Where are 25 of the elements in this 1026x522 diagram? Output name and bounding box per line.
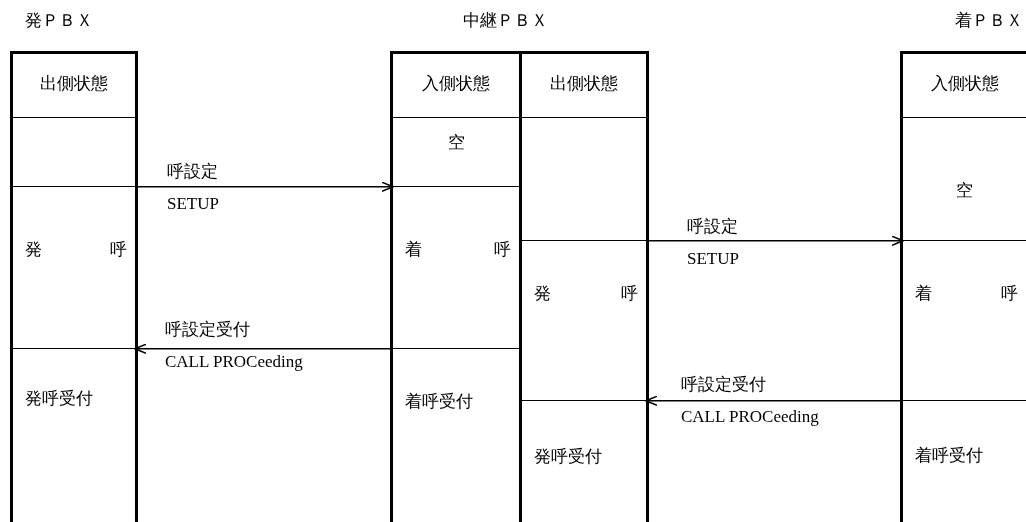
message-label: 呼設定受付 CALL PROCeeding — [681, 375, 819, 427]
state-column — [900, 51, 1026, 522]
state-cell: 着呼受付 — [903, 400, 1026, 522]
state-column — [390, 51, 522, 522]
state-cell: 発呼受付 — [13, 348, 135, 522]
state-cell: 発呼 — [13, 186, 135, 348]
state-cell: 発呼 — [522, 240, 646, 400]
state-cell: 着呼 — [903, 240, 1026, 400]
column-header: 出側状態 — [39, 74, 109, 94]
state-column — [10, 51, 138, 522]
message-label: 呼設定 SETUP — [167, 162, 219, 214]
exchange-title: 発ＰＢＸ — [25, 11, 93, 31]
state-cell: 空 — [903, 117, 1026, 240]
message-label: 呼設定受付 CALL PROCeeding — [165, 320, 303, 372]
state-cell: 着呼受付 — [393, 348, 519, 522]
state-cell: 発呼受付 — [522, 400, 646, 522]
column-header: 出側状態 — [549, 74, 619, 94]
state-cell: 着呼 — [393, 186, 519, 348]
column-header: 入側状態 — [421, 74, 491, 94]
message-label: 呼設定 SETUP — [687, 217, 739, 269]
state-column — [519, 51, 649, 522]
exchange-title: 中継ＰＢＸ — [463, 11, 548, 31]
column-header: 入側状態 — [929, 74, 1000, 94]
exchange-title: 着ＰＢＸ — [955, 11, 1023, 31]
state-cell: 空 — [393, 117, 519, 186]
